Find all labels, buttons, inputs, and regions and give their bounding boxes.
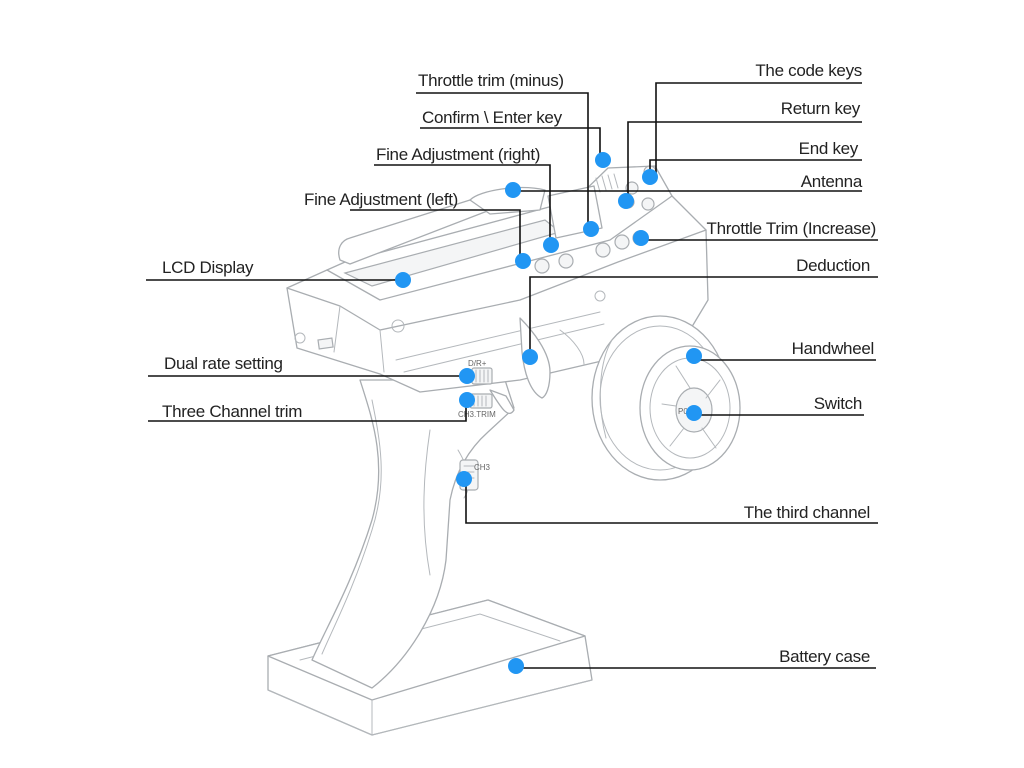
label-battery-case: Battery case [779,647,870,666]
label-fine-adjustment-right: Fine Adjustment (right) [376,145,540,164]
marker-battery-case [508,658,524,674]
marker-three-channel-trim [459,392,475,408]
top-panel [326,165,673,301]
label-antenna: Antenna [801,172,863,191]
leader-lines [146,82,878,669]
marker-deduction [522,349,538,365]
callout-labels: Throttle trim (minus) Confirm \ Enter ke… [162,61,876,666]
marker-handwheel [686,348,702,364]
label-throttle-trim-increase: Throttle Trim (Increase) [707,219,876,238]
label-dual-rate-setting: Dual rate setting [164,354,283,373]
marker-dual-rate-setting [459,368,475,384]
leader-deduction [529,276,878,356]
leader-fine-adjustment-left [350,209,521,260]
marker-third-channel [456,471,472,487]
label-fine-adjustment-left: Fine Adjustment (left) [304,190,458,209]
label-third-channel: The third channel [744,503,870,522]
marker-switch [686,405,702,421]
marker-confirm-enter-key [595,152,611,168]
marker-antenna [505,182,521,198]
label-end-key: End key [799,139,859,158]
steering-handwheel [591,315,741,481]
label-lcd-display: LCD Display [162,258,254,277]
leader-confirm-enter-key [420,127,601,160]
ch3-trim-marking: CH3.TRIM [458,410,496,419]
marker-fine-adjustment-right [543,237,559,253]
label-switch: Switch [814,394,862,413]
leader-return-key [627,121,862,200]
label-code-keys: The code keys [755,61,862,80]
marker-return-key [618,193,634,209]
marker-fine-adjustment-left [515,253,531,269]
leader-code-keys [655,82,862,176]
marker-throttle-trim-increase [633,230,649,246]
label-handwheel: Handwheel [792,339,874,358]
leader-throttle-trim-minus [416,92,589,228]
antenna-stub [338,187,546,265]
marker-code-keys [642,169,658,185]
label-throttle-trim-minus: Throttle trim (minus) [418,71,564,90]
ch3-marking: CH3 [474,463,491,472]
label-confirm-enter-key: Confirm \ Enter key [422,108,563,127]
marker-lcd-display [395,272,411,288]
callout-markers [395,152,702,674]
transmitter-illustration: D/R+ CH3.TRIM CH3 P0 [267,165,741,736]
leader-fine-adjustment-right [374,164,551,244]
leader-third-channel [465,480,878,524]
label-three-channel-trim: Three Channel trim [162,402,302,421]
label-deduction: Deduction [796,256,870,275]
dr-marking: D/R+ [468,359,487,368]
p0-marking: P0 [678,407,688,416]
label-return-key: Return key [781,99,861,118]
marker-throttle-trim-minus [583,221,599,237]
